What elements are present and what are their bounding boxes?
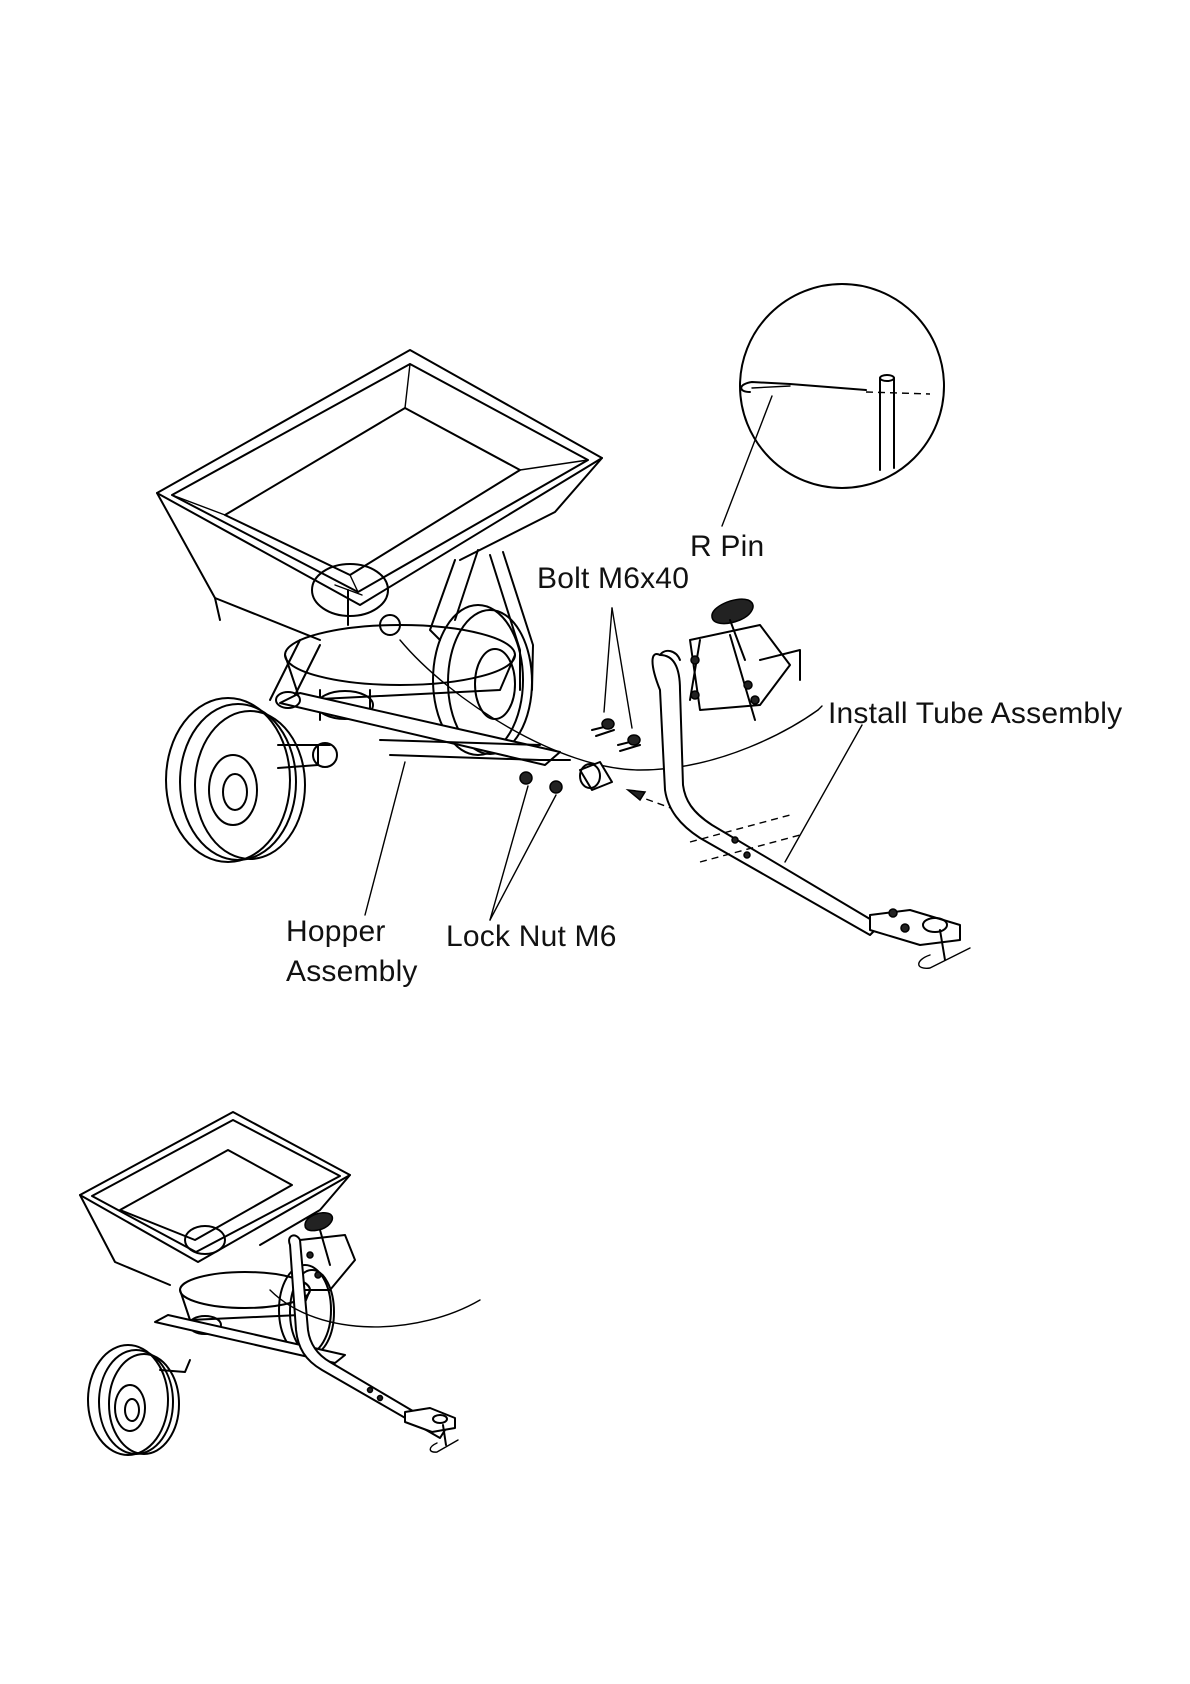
assembled-view (80, 1112, 480, 1455)
install-tube-label: Install Tube Assembly (828, 697, 1122, 732)
hopper-label-line2: Assembly (286, 955, 418, 990)
hopper-label-line1: Hopper (286, 915, 386, 950)
r-pin-detail (722, 284, 944, 526)
bolt-label: Bolt M6x40 (537, 562, 689, 597)
bolts (592, 719, 640, 751)
main-spreader (157, 350, 970, 968)
r-pin-label: R Pin (690, 530, 764, 565)
lock-nut-label: Lock Nut M6 (446, 920, 617, 955)
